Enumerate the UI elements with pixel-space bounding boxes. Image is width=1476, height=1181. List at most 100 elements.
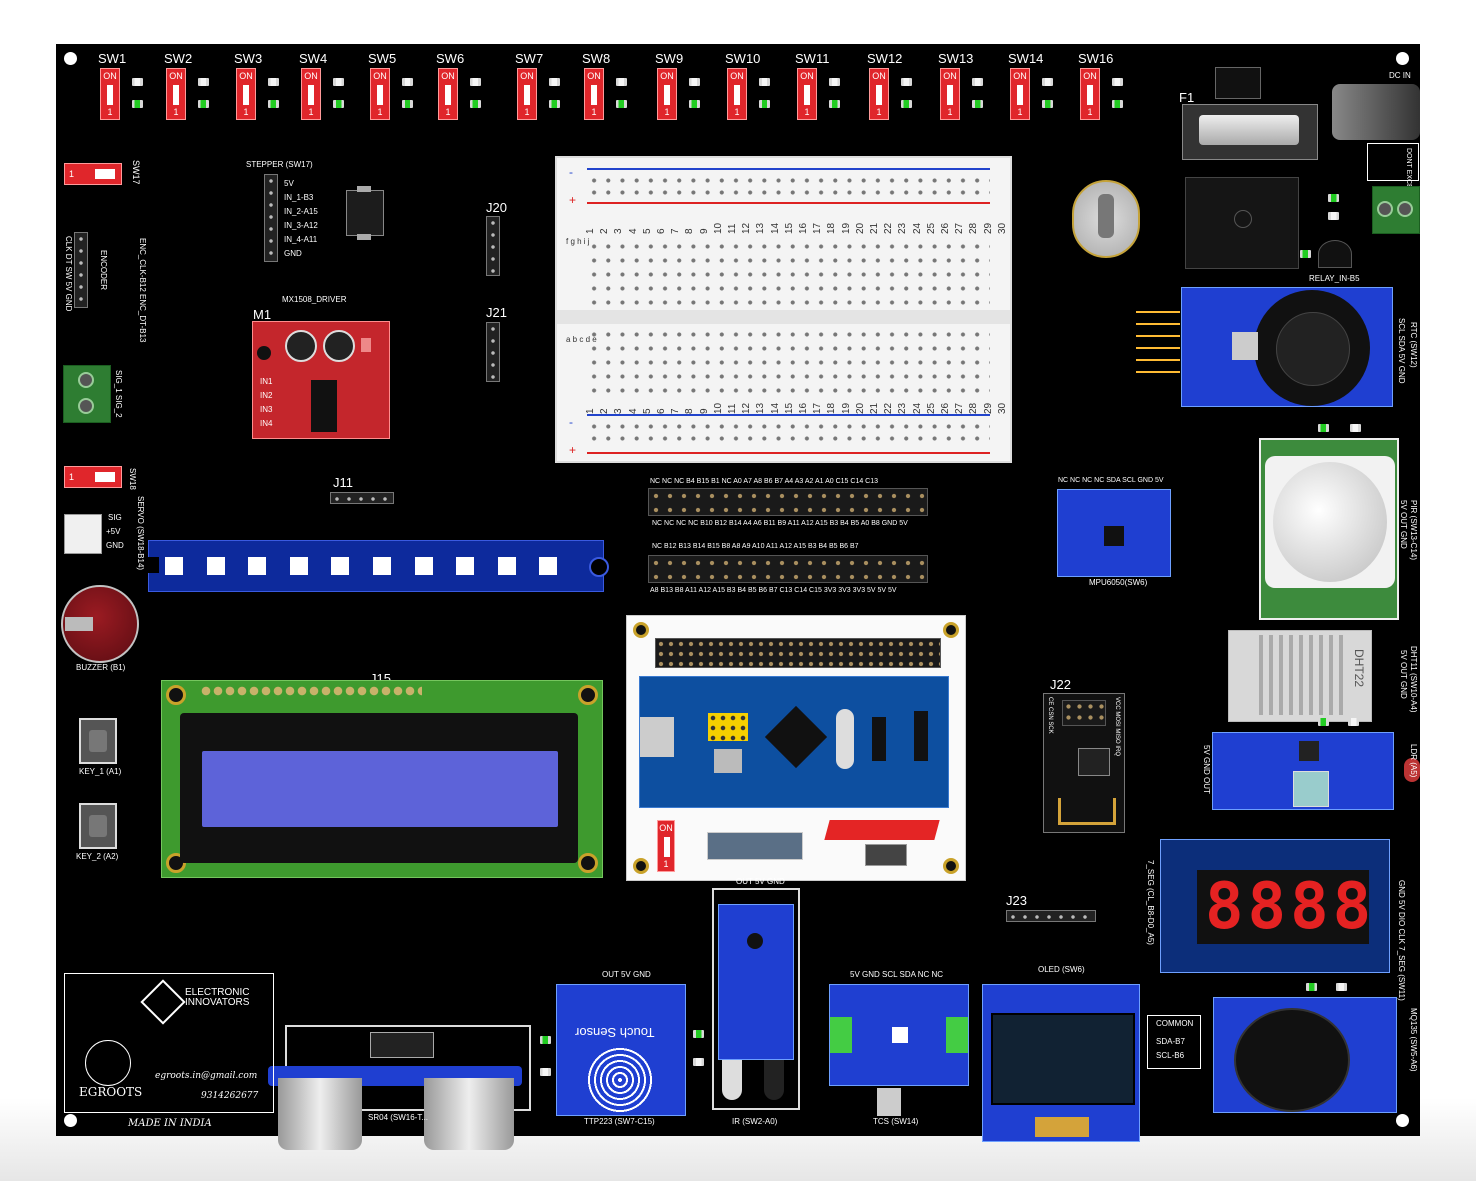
bb-column-number: 30 — [996, 222, 1008, 234]
bb-column-number: 25 — [925, 222, 937, 234]
status-led — [1042, 78, 1053, 86]
brand-logo-icon — [140, 979, 186, 1025]
bb-column-number: 16 — [798, 402, 809, 414]
bb-column-number: 16 — [798, 222, 809, 234]
status-led — [1112, 78, 1123, 86]
rtc-pins-label: SCL SDA 5V GND — [1397, 318, 1406, 384]
ir-module — [718, 904, 794, 1060]
gpio-header-bottom — [648, 555, 928, 583]
key2-button[interactable] — [79, 803, 117, 849]
bb-column-number: 3 — [613, 228, 625, 234]
status-led — [693, 1058, 704, 1066]
bb-column-number: 18 — [826, 402, 838, 414]
mq135-label: MQ135 (SW5-A6) — [1409, 1008, 1418, 1072]
bb-column-number: 23 — [897, 402, 909, 414]
touch-sensor-module[interactable]: Touch Sensor — [556, 984, 686, 1116]
bb-column-number: 2 — [599, 228, 611, 234]
bb-column-number: 7 — [670, 408, 682, 414]
potentiometer[interactable] — [1072, 180, 1140, 258]
bb-column-number: 9 — [698, 408, 710, 414]
switch-label: SW4 — [299, 51, 328, 66]
status-led — [333, 78, 344, 86]
sig-terminal-label: SIG_1 SIG_2 — [114, 370, 123, 418]
bb-column-number: 10 — [712, 222, 724, 234]
status-led — [1350, 424, 1361, 432]
j23-label: J23 — [1006, 893, 1027, 908]
encoder-header — [74, 232, 88, 308]
pir-pins-label: 5V OUT GND — [1399, 500, 1408, 549]
led-bar-segment — [206, 557, 225, 575]
status-led — [549, 100, 560, 108]
sw18-label: SW18 — [128, 468, 137, 490]
ir-label: IR (SW2-A0) — [732, 1117, 778, 1126]
j11-header — [330, 492, 394, 504]
oled-module — [982, 984, 1140, 1142]
ultrasonic-label: SR04 (SW16-T... — [368, 1113, 429, 1122]
led-bar-segment — [497, 557, 516, 575]
bb-column-number: 23 — [897, 222, 909, 234]
lcd-module — [161, 680, 603, 878]
switch-label: SW13 — [938, 51, 974, 66]
status-led — [1318, 424, 1329, 432]
sw18-switch[interactable]: 1 — [64, 466, 122, 488]
servo-pin-5v: +5V — [106, 527, 121, 536]
ldr-label: LDR (A5) — [1409, 744, 1418, 778]
bb-column-number: 6 — [656, 228, 667, 234]
status-led — [829, 78, 840, 86]
motor-driver-pin-label: IN1 — [260, 377, 273, 386]
bb-column-number: 20 — [854, 222, 866, 234]
ir-module-frame — [712, 888, 800, 1110]
switch-label: SW2 — [164, 51, 193, 66]
bb-column-number: 22 — [883, 402, 895, 414]
mpu6050-module — [1057, 489, 1171, 577]
dht-label: DHT11 (SW10-A4) — [1409, 646, 1418, 713]
seg7-left-label: 7_SEG (CL_B8-D0_A5) — [1146, 860, 1155, 945]
gpio-header-top — [648, 488, 928, 516]
bb-column-number: 22 — [883, 222, 895, 234]
switch-label: SW14 — [1008, 51, 1044, 66]
status-led — [693, 1030, 704, 1038]
rtc-label: RTC (SW12) — [1409, 322, 1418, 368]
led-bar-segment — [456, 557, 475, 575]
ldr — [1404, 758, 1420, 782]
seg7-right-label: GND 5V DIO CLK 7_SEG (SW11) — [1397, 880, 1406, 1001]
dht-pins-label: 5V OUT GND — [1399, 650, 1408, 699]
tcs-label: TCS (SW14) — [873, 1117, 919, 1126]
touch-text: Touch Sensor — [575, 1025, 655, 1040]
bb-column-number: 12 — [741, 222, 753, 234]
dc-jack[interactable] — [1332, 84, 1420, 140]
bb-top-rows: f g h i j — [566, 237, 590, 246]
switch-label: SW8 — [582, 51, 611, 66]
ultrasonic-header — [370, 1032, 434, 1058]
encoder-label: ENCODER — [99, 250, 108, 291]
status-led — [759, 100, 770, 108]
stepper-pin-label: 5V — [284, 179, 294, 188]
bb-column-number: 1 — [585, 408, 596, 414]
bb-column-number: 17 — [812, 222, 824, 234]
bb-column-number: 9 — [698, 228, 710, 234]
switch-label: SW1 — [98, 51, 127, 66]
ldr-module — [1212, 732, 1394, 810]
sw17-switch[interactable]: 1 — [64, 163, 122, 185]
key1-button[interactable] — [79, 718, 117, 764]
led-bar-segment — [373, 557, 391, 575]
brand-name: EGROOTS — [79, 1085, 143, 1099]
rtc-module — [1181, 287, 1393, 407]
